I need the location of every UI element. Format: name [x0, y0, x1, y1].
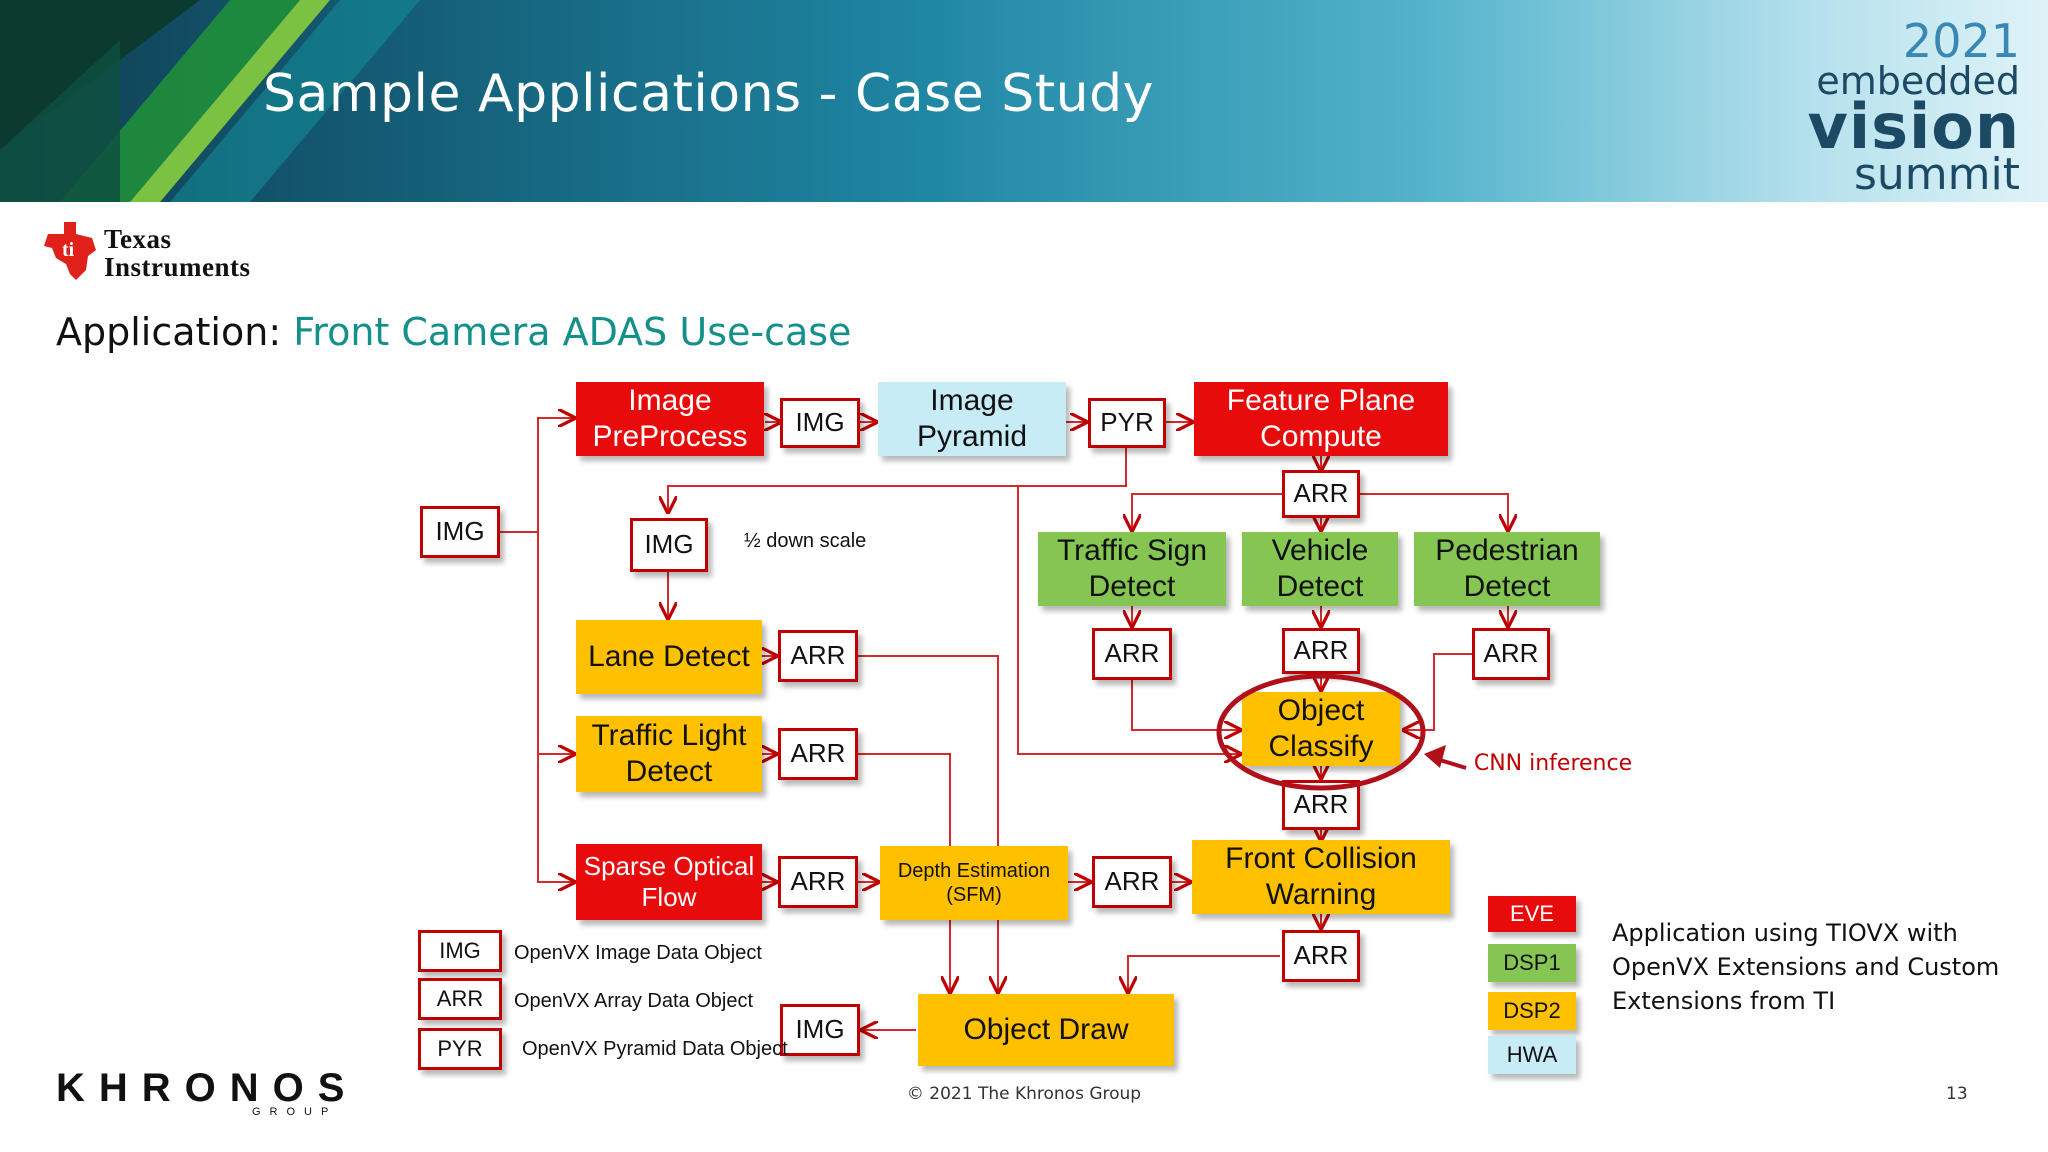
- img-half-node: IMG: [630, 518, 708, 572]
- core-legend-hwa: HWA: [1488, 1036, 1576, 1074]
- depth-estimation-node: Depth Estimation (SFM): [880, 846, 1068, 920]
- lane-detect-node: Lane Detect: [576, 620, 762, 694]
- application-prefix: Application:: [56, 310, 294, 354]
- logo-line1: embedded: [1816, 59, 2020, 103]
- pyr-node: PYR: [1088, 398, 1166, 448]
- core-legend-eve: EVE: [1488, 896, 1576, 932]
- arr-sign-node: ARR: [1092, 628, 1172, 680]
- embedded-vision-summit-logo: 2021 embedded vision summit: [1790, 14, 2020, 197]
- logo-year: 2021: [1902, 14, 2020, 68]
- legend-key: ARR: [418, 978, 502, 1020]
- arr-depth-node: ARR: [1092, 856, 1172, 908]
- legend-key: PYR: [418, 1028, 502, 1070]
- traffic-sign-node: Traffic Sign Detect: [1038, 532, 1226, 606]
- core-legend-dsp1: DSP1: [1488, 944, 1576, 982]
- cnn-inference-callout: CNN inference: [1473, 751, 1633, 776]
- ti-word-1: Texas: [104, 224, 172, 254]
- logo-line2: vision: [1807, 90, 2020, 163]
- vehicle-node: Vehicle Detect: [1242, 532, 1398, 606]
- arr-light-node: ARR: [778, 728, 858, 780]
- legend-desc: OpenVX Array Data Object: [514, 990, 754, 1012]
- image-preprocess-node: Image PreProcess: [576, 382, 764, 456]
- arr-ped-node: ARR: [1472, 628, 1550, 680]
- application-line: Application: Front Camera ADAS Use-case: [56, 310, 851, 354]
- logo-line3: summit: [1853, 149, 2020, 200]
- svg-text:ti: ti: [62, 239, 75, 261]
- slide-title: Sample Applications - Case Study: [263, 64, 1154, 124]
- banner-decoration: [0, 0, 420, 202]
- object-draw-node: Object Draw: [918, 994, 1174, 1066]
- application-note: Application using TIOVX with OpenVX Exte…: [1612, 919, 2000, 1015]
- front-collision-node: Front Collision Warning: [1192, 840, 1450, 914]
- half-downscale-label: ½ down scale: [744, 530, 867, 552]
- application-name: Front Camera ADAS Use-case: [293, 310, 852, 354]
- arr-fcw-node: ARR: [1282, 930, 1360, 982]
- object-classify-node: Object Classify: [1242, 692, 1400, 766]
- core-legend-dsp2: DSP2: [1488, 992, 1576, 1030]
- arr-vehicle-node: ARR: [1282, 628, 1360, 674]
- legend-key: IMG: [418, 930, 502, 972]
- image-pyramid-node: Image Pyramid: [878, 382, 1066, 456]
- footer-copyright: © 2021 The Khronos Group: [906, 1084, 1142, 1104]
- ti-state-icon: ti: [44, 222, 96, 280]
- arr-flow-node: ARR: [778, 856, 858, 908]
- texas-instruments-logo: ti Texas Instruments: [40, 220, 300, 284]
- pedestrian-node: Pedestrian Detect: [1414, 532, 1600, 606]
- legend-desc: OpenVX Pyramid Data Object: [522, 1038, 788, 1060]
- ti-word-2: Instruments: [104, 252, 251, 282]
- arr-lane-node: ARR: [778, 630, 858, 682]
- img-after-preprocess-node: IMG: [780, 398, 860, 448]
- feature-plane-node: Feature Plane Compute: [1194, 382, 1448, 456]
- page-number: 13: [1946, 1084, 1968, 1104]
- traffic-light-node: Traffic Light Detect: [576, 716, 762, 792]
- sparse-flow-node: Sparse Optical Flow: [576, 844, 762, 920]
- arr-feature-node: ARR: [1282, 470, 1360, 518]
- legend-desc: OpenVX Image Data Object: [514, 942, 762, 964]
- khronos-word: KHRONOS: [56, 1066, 359, 1110]
- khronos-logo: KHRONOS GROUP: [56, 1066, 356, 1126]
- img-input-node: IMG: [420, 506, 500, 558]
- img-output-node: IMG: [780, 1004, 860, 1056]
- header-banner: Sample Applications - Case Study 2021 em…: [0, 0, 2048, 202]
- khronos-group: GROUP: [252, 1106, 338, 1118]
